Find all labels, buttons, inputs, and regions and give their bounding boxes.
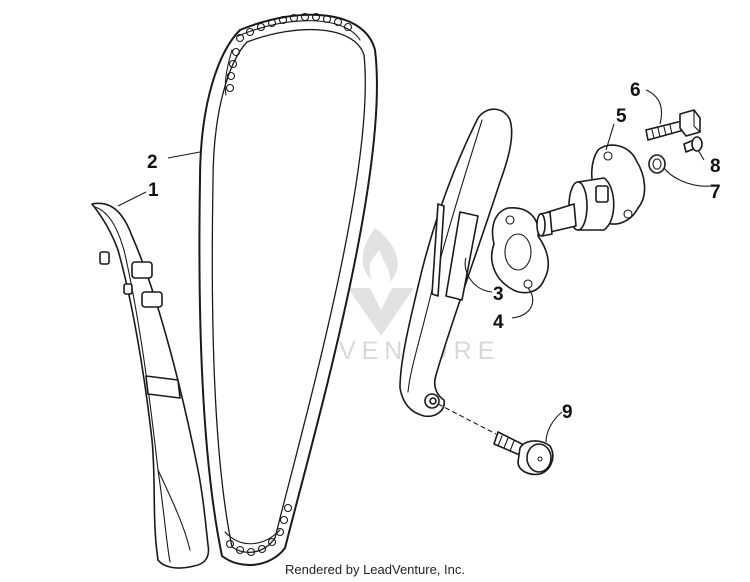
leader-3 <box>464 257 493 293</box>
callout-7: 7 <box>710 182 721 203</box>
guide-tab-upper <box>99 251 110 265</box>
leader-lines <box>117 89 713 443</box>
guide-clip-lower <box>145 375 181 399</box>
tensioner-bolt[interactable] <box>645 109 701 141</box>
chain-links-top <box>225 12 353 93</box>
cap-bolt[interactable] <box>683 136 703 153</box>
watermark-flame-logo <box>362 228 398 282</box>
callouts: 1 2 3 4 5 6 7 8 9 <box>147 80 721 423</box>
callout-3: 3 <box>493 284 504 305</box>
guide-clip-middle <box>141 291 163 308</box>
callout-9: 9 <box>562 402 573 423</box>
cap-bolt-head <box>691 136 703 152</box>
callout-8: 8 <box>710 156 721 177</box>
leader-6 <box>645 89 663 125</box>
sealing-washer[interactable] <box>648 154 666 174</box>
leader-2 <box>167 151 201 159</box>
chain-guide-right[interactable] <box>399 108 513 418</box>
leader-7 <box>663 167 713 187</box>
pivot-bolt[interactable] <box>493 431 554 476</box>
leader-pivot-axis <box>437 403 497 435</box>
guide-pad-lower <box>445 211 479 301</box>
leader-8 <box>697 149 705 161</box>
callout-6: 6 <box>630 80 641 101</box>
gasket-bolt-hole-upper <box>505 215 515 225</box>
callout-2: 2 <box>147 152 158 173</box>
chain-guide-left[interactable] <box>91 202 210 569</box>
tensioner-bolt-hole-lower <box>623 209 633 219</box>
tensioner-cap <box>595 185 609 203</box>
tensioner-bolt-hole-upper <box>603 151 613 161</box>
guide-pivot-hole <box>429 397 437 405</box>
chain-tensioner[interactable] <box>536 144 646 237</box>
watermark-v-logo <box>348 288 414 336</box>
callout-4: 4 <box>493 312 504 333</box>
gasket-center-hole <box>504 233 532 271</box>
leader-5 <box>605 123 615 151</box>
callout-5: 5 <box>616 106 627 127</box>
leader-1 <box>117 191 147 207</box>
render-credit: Rendered by LeadVenture, Inc. <box>285 562 465 577</box>
leader-4 <box>511 287 534 319</box>
guide-clip-upper <box>131 261 153 279</box>
guide-pad-upper <box>431 203 445 297</box>
pivot-bolt-center <box>537 456 543 462</box>
guide-tab-middle <box>123 283 133 295</box>
timing-chain[interactable] <box>198 12 378 567</box>
pivot-bolt-face <box>526 443 552 473</box>
leader-9 <box>545 411 563 443</box>
chain-links-bottom <box>225 503 293 557</box>
callout-1: 1 <box>148 180 159 201</box>
tensioner-plunger-end <box>536 213 546 237</box>
bolt-head <box>679 109 701 137</box>
